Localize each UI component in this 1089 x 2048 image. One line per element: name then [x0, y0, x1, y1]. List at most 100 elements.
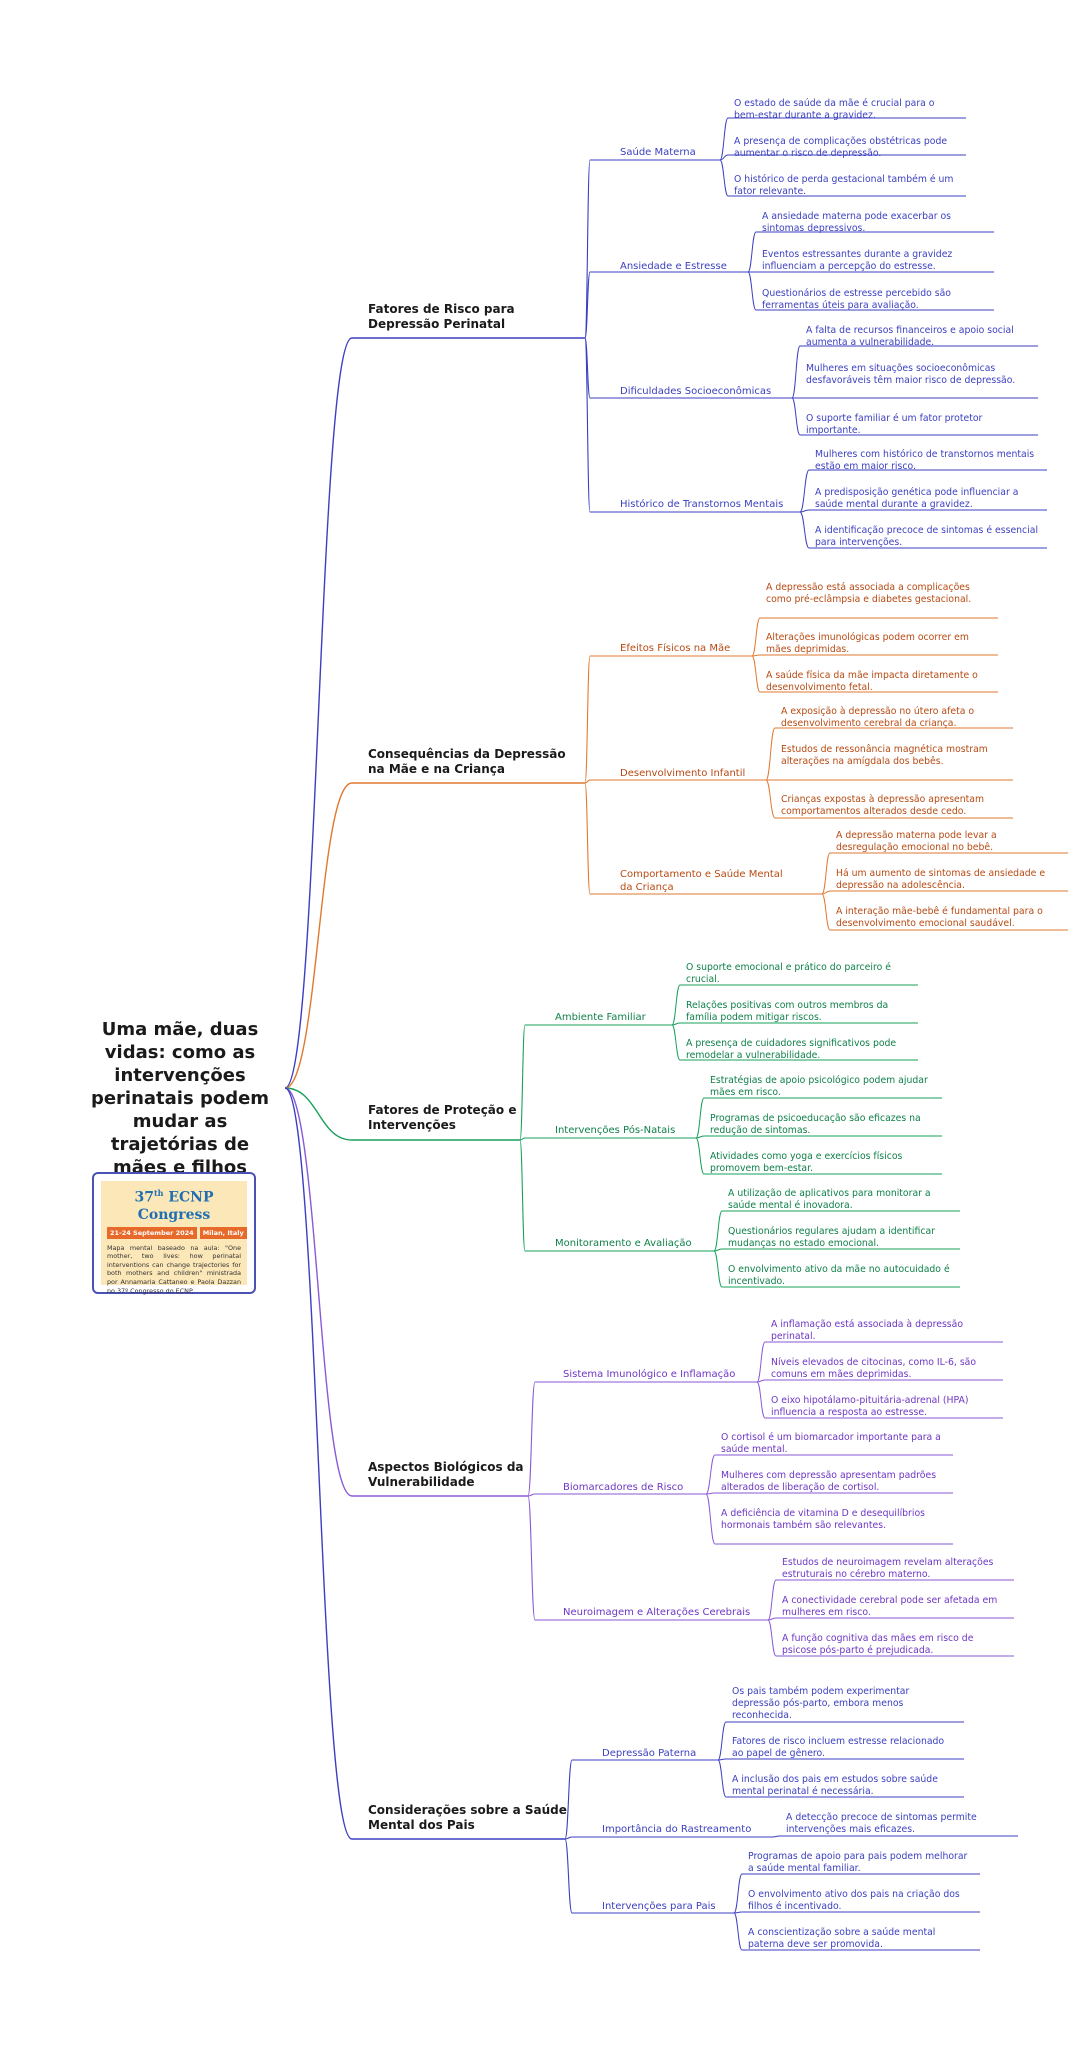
leaf: A identificação precoce de sintomas é es… [815, 525, 1039, 548]
topic-saude-materna: Saúde Materna [620, 147, 696, 158]
topic-connector [564, 1759, 573, 1840]
leaf: Eventos estressantes durante a gravidez … [762, 249, 953, 272]
leaf-connector [717, 1758, 727, 1761]
leaf-connector [719, 154, 729, 161]
leaf: Fatores de risco incluem estresse relaci… [732, 1736, 945, 1759]
leaf: O histórico de perda gestacional também … [734, 174, 954, 197]
leaf: Níveis elevados de citocinas, como IL-6,… [771, 1357, 977, 1380]
topic-connector [584, 337, 591, 399]
topic-ambiente-familiar: Ambiente Familiar [555, 1012, 646, 1023]
leaf-connector [751, 654, 761, 657]
congress-number: 37 [134, 1189, 154, 1206]
leaf: A conectividade cerebral pode ser afetad… [782, 1595, 998, 1618]
topic-biomarcadores: Biomarcadores de Risco [563, 1482, 684, 1493]
leaf-connector [821, 890, 831, 895]
topic-connector [584, 271, 591, 339]
leaf: Os pais também podem experimentar depres… [732, 1686, 910, 1721]
leaf: Questionários de estresse percebido são … [762, 288, 951, 311]
congress-name: ECNP Congress [137, 1189, 214, 1223]
leaf: A presença de complicações obstétricas p… [734, 136, 948, 159]
topic-historico-transtornos: Histórico de Transtornos Mentais [620, 499, 784, 510]
branch-consequences: Consequências da Depressão na Mãe e na C… [368, 747, 566, 776]
leaf: Mulheres em situações socioeconômicas de… [806, 363, 1016, 386]
congress-title: 37th ECNP Congress [107, 1185, 241, 1224]
leaf-connector [719, 159, 729, 197]
leaf-connector [671, 1022, 681, 1026]
leaf: A interação mãe-bebê é fundamental para … [836, 906, 1043, 929]
leaf: A exposição à depressão no útero afeta o… [781, 706, 975, 729]
leaf: O cortisol é um biomarcador importante p… [721, 1432, 941, 1455]
leaf: A predisposição genética pode influencia… [815, 487, 1019, 510]
leaf-connector [733, 1911, 743, 1914]
leaf: A função cognitiva das mães em risco de … [782, 1633, 974, 1656]
leaf: Há um aumento de sintomas de ansiedade e… [836, 868, 1046, 891]
leaf-connector [767, 1619, 777, 1657]
leaf: Estudos de ressonância magnética mostram… [781, 744, 988, 767]
topic-intervencoes-pos-natais: Intervenções Pós-Natais [555, 1125, 676, 1136]
topic-neuroimagem: Neuroimagem e Alterações Cerebrais [563, 1607, 751, 1618]
topic-connector [584, 782, 591, 895]
congress-description: Mapa mental baseado na aula: "One mother… [107, 1243, 241, 1295]
leaf-connector [821, 852, 831, 895]
root-title: Uma mãe, duas vidas: como as intervençõe… [90, 1019, 270, 1178]
leaf: Estratégias de apoio psicológico podem a… [710, 1075, 928, 1098]
branch-risk-factors: Fatores de Risco para Depressão Perinata… [368, 302, 515, 331]
leaf-connector [767, 1617, 777, 1621]
branch-fathers: Considerações sobre a Saúde Mental dos P… [368, 1803, 567, 1832]
leaf-connector [756, 1341, 766, 1383]
branch-biological: Aspectos Biológicos da Vulnerabilidade [368, 1460, 524, 1489]
leaf: A utilização de aplicativos para monitor… [728, 1188, 931, 1211]
topic-connector [527, 1381, 536, 1497]
topic-desenvolvimento-infantil: Desenvolvimento Infantil [620, 768, 746, 779]
leaf: Crianças expostas à depressão apresentam… [781, 794, 985, 817]
leaf: A inflamação está associada à depressão … [771, 1319, 964, 1342]
topic-sistema-imunologico: Sistema Imunológico e Inflamação [563, 1369, 736, 1380]
leaf: A inclusão dos pais em estudos sobre saú… [732, 1774, 938, 1797]
topic-dificuldades-socioeconomicas: Dificuldades Socioeconômicas [620, 386, 772, 397]
leaf-connector [747, 231, 757, 273]
congress-location: Milan, Italy [199, 1226, 247, 1239]
leaf: Questionários regulares ajudam a identif… [728, 1226, 935, 1249]
leaf: O envolvimento ativo da mãe no autocuida… [728, 1264, 950, 1287]
root-connector [284, 782, 353, 1089]
leaf: O estado de saúde da mãe é crucial para … [734, 98, 935, 121]
leaf-connector [733, 1873, 743, 1914]
leaf: A depressão está associada a complicaçõe… [766, 582, 972, 605]
leaf-connector [719, 117, 729, 161]
leaf-connector [713, 1250, 723, 1288]
topic-connector [564, 1838, 573, 1914]
leaf: O eixo hipotálamo-pituitária-adrenal (HP… [771, 1395, 969, 1418]
leaf-connector [767, 1579, 777, 1621]
leaf: O suporte emocional e prático do parceir… [686, 962, 891, 985]
leaf: Atividades como yoga e exercícios físico… [710, 1151, 903, 1174]
topic-rastreamento: Importância do Rastreamento [602, 1824, 752, 1835]
congress-card-inner: 37th ECNP Congress 21-24 September 2024 … [101, 1181, 247, 1295]
topic-connector [527, 1493, 536, 1497]
leaf: A ansiedade materna pode exacerbar os si… [762, 211, 952, 234]
topic-connector [584, 655, 591, 784]
topic-comportamento-saude-mental: Comportamento e Saúde Mental da Criança [620, 869, 783, 893]
topic-connector [584, 779, 591, 784]
leaf: A falta de recursos financeiros e apoio … [806, 325, 1014, 348]
leaf: A presença de cuidadores significativos … [686, 1038, 897, 1061]
leaf-connector [771, 1835, 781, 1838]
leaf-connector [705, 1492, 716, 1495]
leaf-connector [756, 1381, 766, 1419]
topic-monitoramento-avaliacao: Monitoramento e Avaliação [555, 1238, 692, 1249]
topic-ansiedade-estresse: Ansiedade e Estresse [620, 261, 727, 272]
leaf-connector [765, 727, 776, 781]
root-connector [284, 1087, 353, 1141]
congress-bands: 21-24 September 2024 Milan, Italy [107, 1226, 247, 1239]
leaf: Relações positivas com outros membros da… [686, 1000, 889, 1023]
leaf: A detecção precoce de sintomas permite i… [786, 1812, 977, 1835]
leaf-connector [799, 511, 810, 549]
leaf-connector [705, 1493, 716, 1545]
topic-intervencoes-pais: Intervenções para Pais [602, 1901, 716, 1912]
leaf: A deficiência de vitamina D e desequilíb… [721, 1508, 925, 1531]
root-connector [284, 337, 353, 1089]
topic-connector [519, 1137, 526, 1141]
leaf-connector [713, 1248, 723, 1252]
congress-dates: 21-24 September 2024 [107, 1226, 197, 1239]
topic-depressao-paterna: Depressão Paterna [602, 1748, 697, 1759]
